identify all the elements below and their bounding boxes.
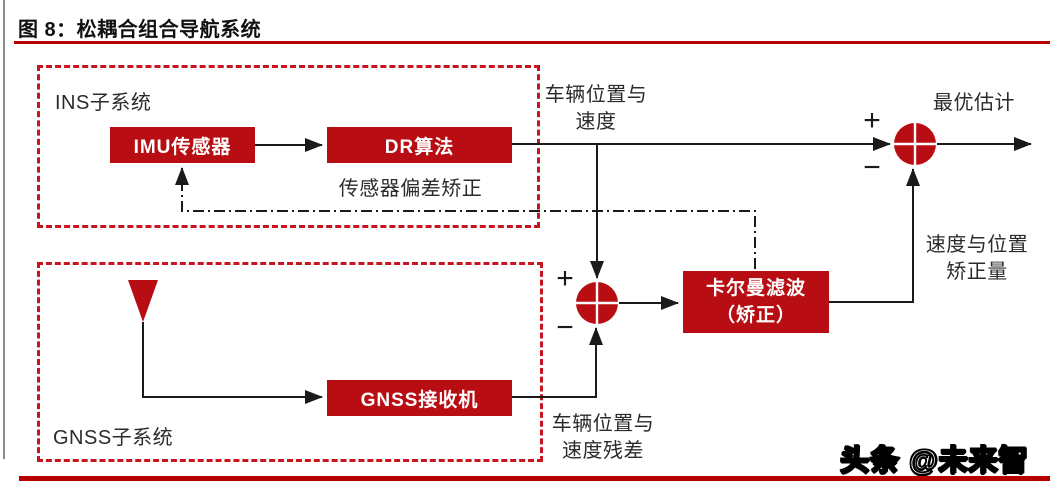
sum1-plus-sign: + [863, 104, 881, 137]
kalman-filter-block: 卡尔曼滤波 （矫正） [683, 271, 829, 333]
sum1-minus-sign: − [863, 151, 881, 184]
sensor-bias-correction-label: 传感器偏差矫正 [338, 178, 483, 200]
vehicle-position-velocity-label: 车辆位置与 速度 [544, 84, 648, 133]
imu-sensor-block: IMU传感器 [110, 127, 255, 163]
feedback-bias-correction-line [175, 167, 756, 269]
figure-title: 图 8：松耦合组合导航系统 [18, 19, 262, 41]
arrow-gnss-to-sum2 [512, 327, 603, 398]
velocity-position-correction-label: 速度与位置 矫正量 [925, 234, 1029, 283]
watermark-toutiao-future-think-tank: 头条 @未来智库 [839, 444, 1029, 477]
gnss-subsystem-box [37, 262, 543, 462]
ins-subsystem-box [37, 65, 540, 228]
position-velocity-residual-label: 车辆位置与 速度残差 [551, 413, 655, 462]
gnss-subsystem-label: GNSS子系统 [53, 427, 174, 449]
optimal-estimate-label: 最优估计 [933, 92, 1015, 114]
left-edge-divider [3, 0, 5, 459]
gnss-receiver-block: GNSS接收机 [327, 380, 512, 416]
arrow-antenna-to-gnss [142, 322, 323, 404]
title-underline [14, 41, 1050, 44]
dr-algorithm-block: DR算法 [327, 127, 512, 163]
summing-junction-1-icon [894, 123, 936, 165]
bottom-rule [19, 476, 1050, 481]
gnss-antenna-icon [128, 280, 158, 322]
sum2-plus-sign: + [556, 262, 574, 295]
ins-subsystem-label: INS子系统 [55, 92, 152, 114]
sum2-minus-sign: − [556, 311, 574, 344]
summing-junction-2-icon [576, 282, 618, 324]
arrow-kalman-to-sum1 [829, 168, 920, 303]
